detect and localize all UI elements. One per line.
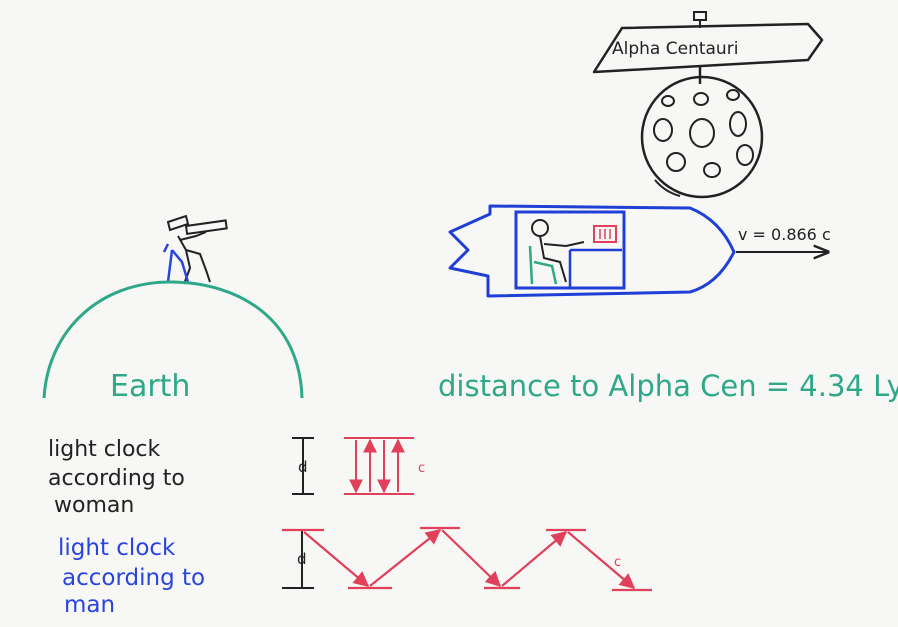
alpha-centauri-planet (640, 75, 764, 199)
sign-label: Alpha Centauri (612, 39, 738, 59)
d-bracket-woman (292, 437, 314, 495)
zigzag-light-clock (282, 526, 652, 592)
woman-clock-label-line: according to (48, 466, 185, 491)
man-clock-label-line: light clock (58, 535, 176, 561)
velocity-label: v = 0.866 c (738, 225, 831, 244)
woman-in-ship-icon (528, 219, 585, 285)
spaceship (448, 204, 736, 298)
woman-clock-label: light clock according to woman (48, 437, 192, 518)
woman-clock-label-line: light clock (48, 437, 161, 462)
c-label-man: c (614, 555, 621, 570)
woman-clock-label-line: woman (54, 493, 134, 518)
d-label-man: d (297, 550, 307, 568)
c-label-woman: c (418, 461, 425, 476)
earth-label: Earth (110, 369, 190, 404)
d-label-woman: d (298, 458, 308, 476)
man-clock-label: light clock according to man (58, 535, 212, 618)
man-clock-label-line: according to (62, 565, 205, 591)
alpha-centauri-signpost: Alpha Centauri (592, 11, 824, 84)
earth-arc (42, 280, 304, 399)
man-with-telescope-icon (162, 214, 228, 285)
light-clock-in-ship-icon (593, 225, 617, 243)
distance-label: distance to Alpha Cen = 4.34 Ly (438, 369, 898, 403)
man-clock-label-line: man (64, 592, 115, 618)
vertical-light-clock (344, 437, 414, 495)
